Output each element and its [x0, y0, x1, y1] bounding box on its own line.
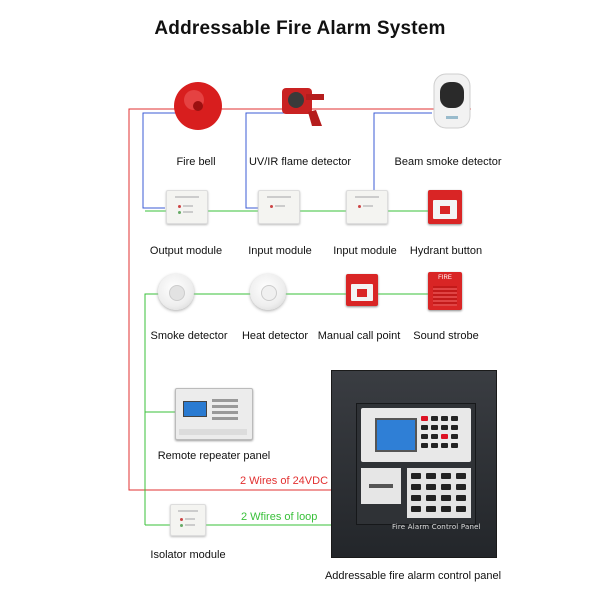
output-module-icon — [166, 190, 208, 224]
smoke-detector-label: Smoke detector — [150, 330, 228, 342]
power-wire-label: 2 Wires of 24VDC — [240, 475, 329, 487]
loop-wire-label: 2 Wfires of loop — [241, 511, 318, 523]
isolator-module-label: Isolator module — [150, 549, 226, 561]
panel-lcd-screen — [375, 418, 417, 452]
heat-detector-icon — [250, 274, 286, 310]
smoke-detector-icon — [158, 274, 194, 310]
isolator-module-icon — [170, 504, 206, 536]
input-module-icon — [346, 190, 388, 224]
remote-repeater-panel-label: Remote repeater panel — [157, 450, 271, 462]
sound-strobe-icon: FIRE — [428, 272, 462, 310]
manual-call-point-icon — [346, 274, 378, 306]
diagram-title: Addressable Fire Alarm System — [154, 18, 446, 39]
hydrant-button-icon — [428, 190, 462, 224]
panel-keypad — [407, 468, 471, 518]
beam-smoke-detector-label: Beam smoke detector — [394, 156, 502, 168]
panel-printer — [361, 468, 401, 504]
panel-plate-text: Fire Alarm Control Panel — [392, 523, 481, 531]
heat-detector-label: Heat detector — [241, 330, 309, 342]
control-panel-label: Addressable fire alarm control panel — [324, 570, 502, 582]
signal-wire-flame — [245, 112, 285, 209]
beam-smoke-detector-icon — [432, 72, 472, 130]
fire-bell-label: Fire bell — [176, 156, 216, 168]
fire-alarm-control-panel-icon: Fire Alarm Control Panel — [331, 370, 497, 558]
input-module-label: Input module — [248, 245, 312, 257]
loop-wire-top — [144, 293, 430, 525]
input-module-icon — [258, 190, 300, 224]
fire-bell-icon — [172, 80, 224, 132]
remote-repeater-panel-icon — [175, 388, 253, 440]
input-module-label-2: Input module — [333, 245, 397, 257]
hydrant-button-label: Hydrant button — [409, 245, 483, 257]
flame-detector-label: UV/IR flame detector — [248, 156, 352, 168]
manual-call-point-label: Manual call point — [317, 330, 401, 342]
output-module-label: Output module — [149, 245, 223, 257]
sound-strobe-label: Sound strobe — [413, 330, 479, 342]
flame-detector-icon — [272, 80, 336, 130]
strobe-text: FIRE — [438, 275, 452, 281]
signal-wire-bell — [142, 112, 182, 209]
